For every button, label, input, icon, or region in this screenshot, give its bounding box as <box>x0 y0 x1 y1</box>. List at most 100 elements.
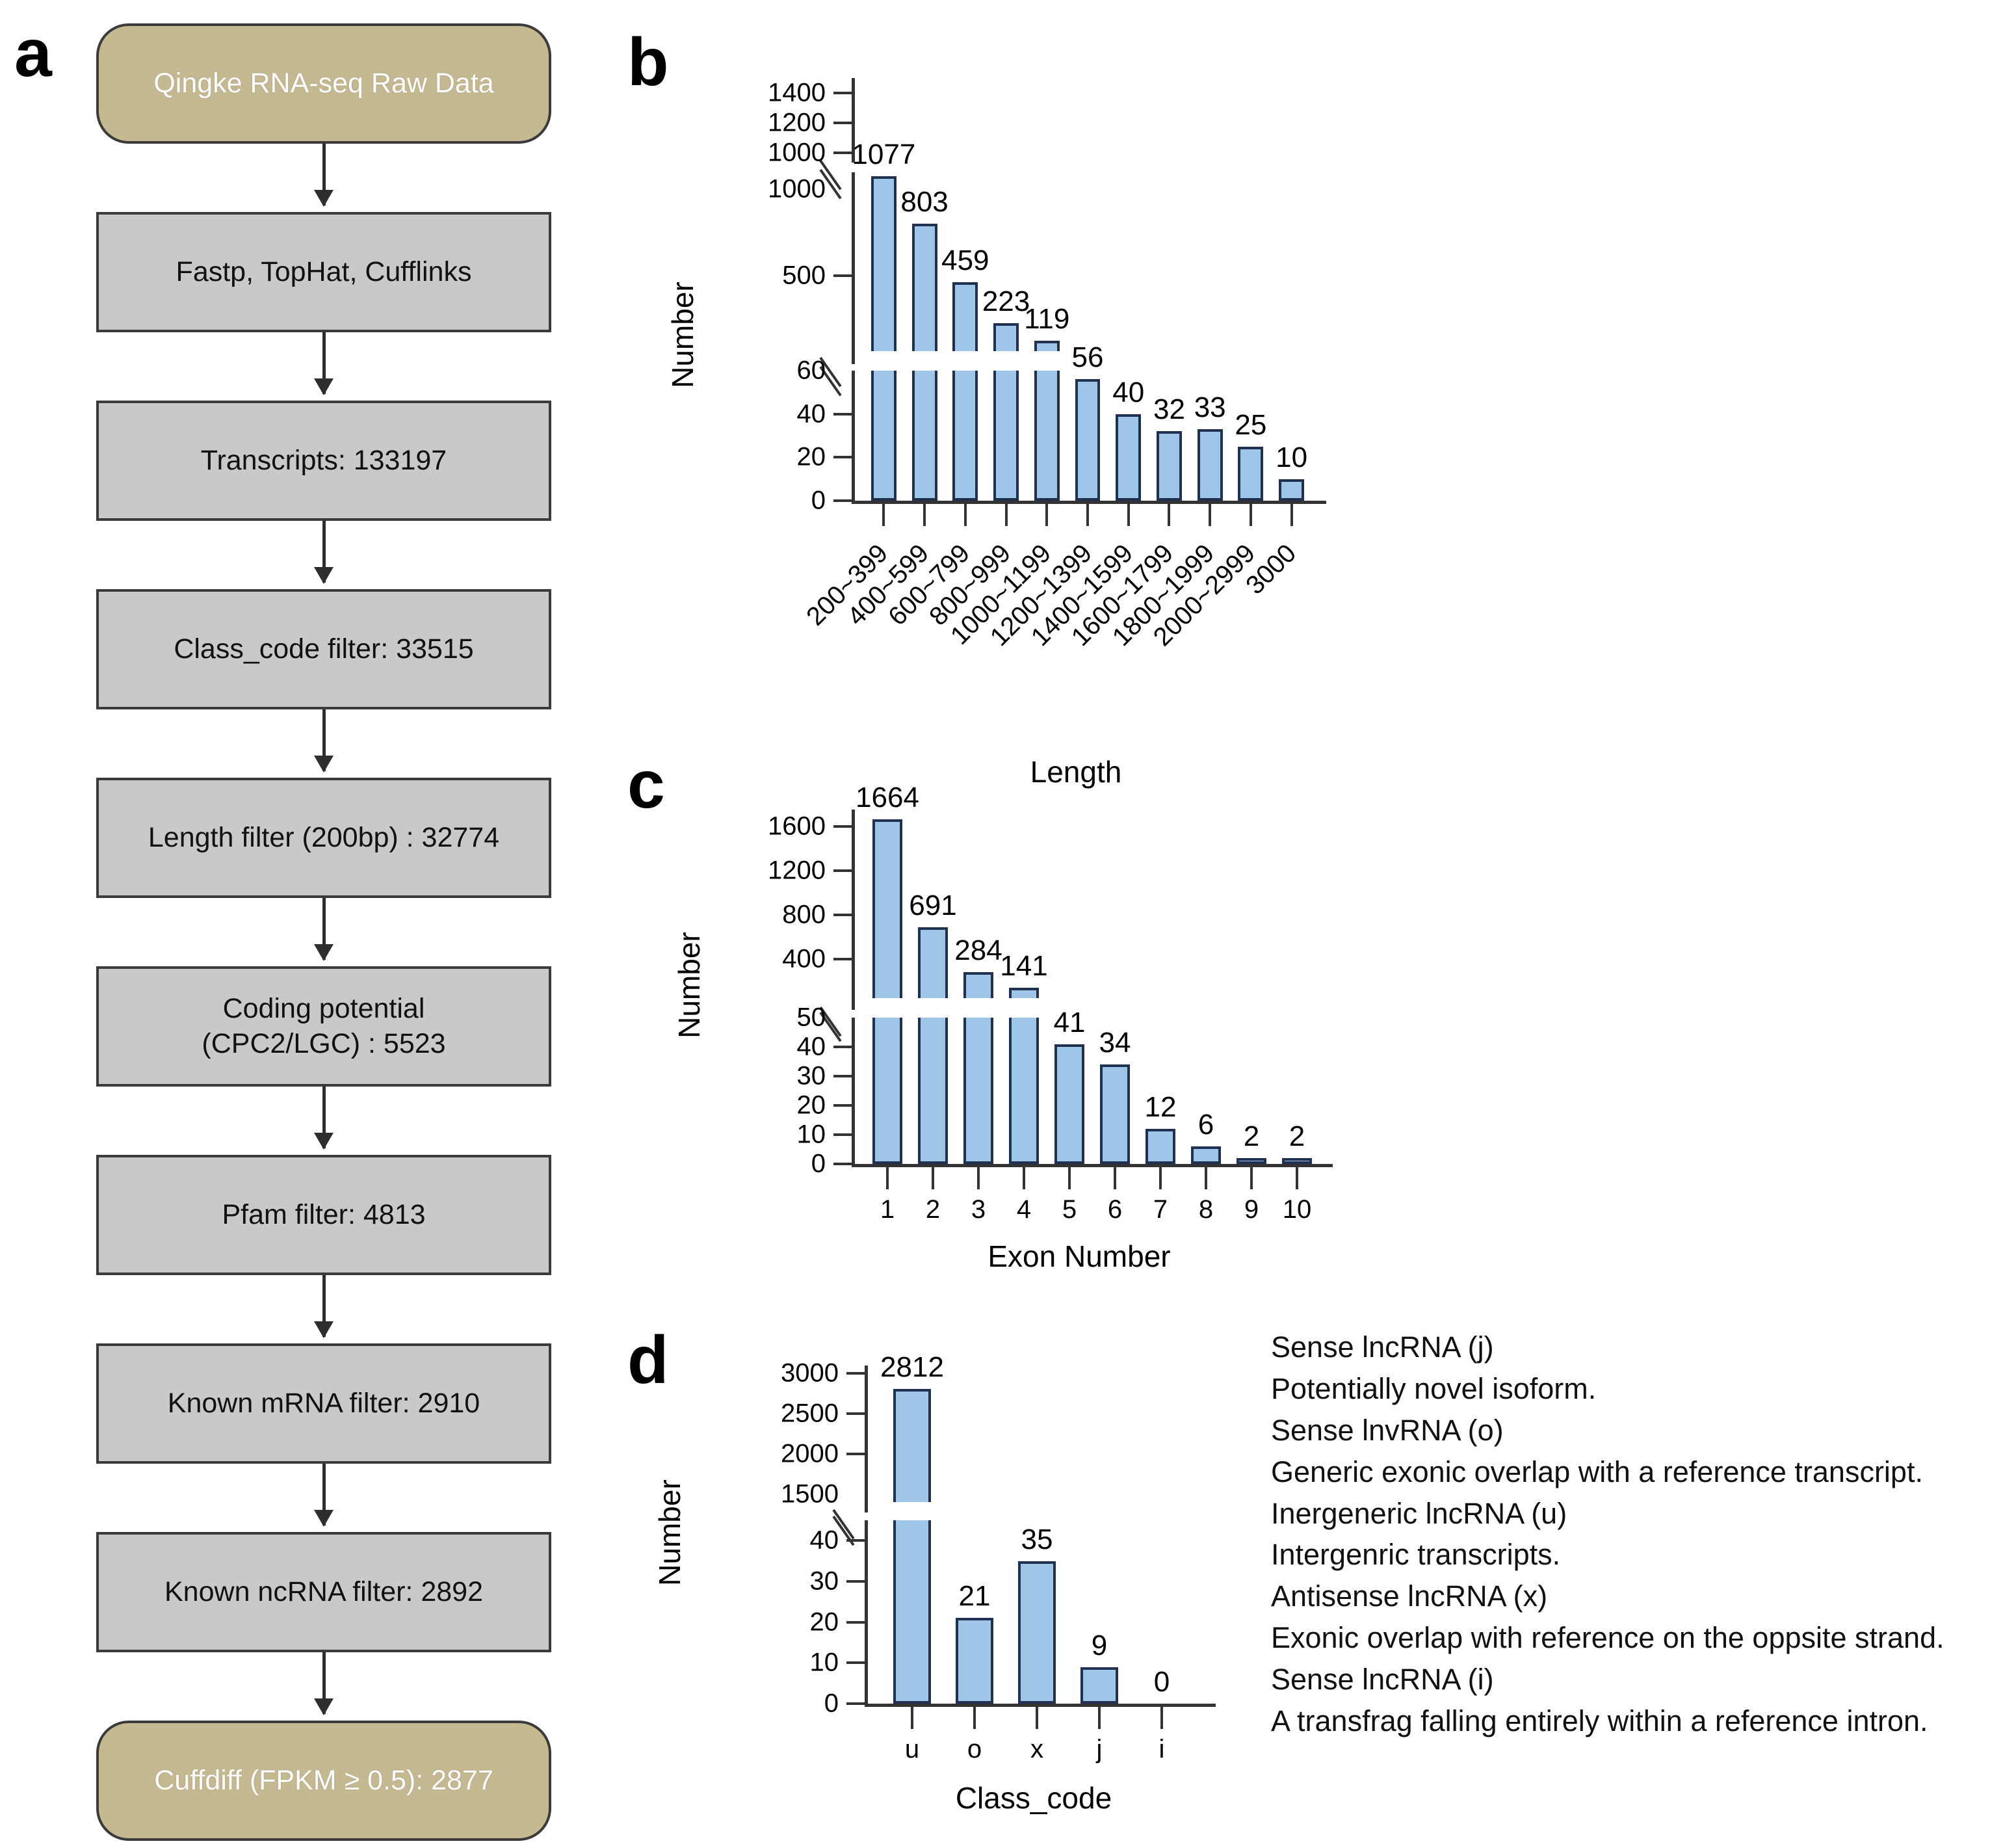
chart-b-ytick-label: 0 <box>811 486 826 515</box>
chart-d-ytick-label: 1500 <box>781 1479 839 1509</box>
chart-c-yaxis-top <box>852 810 855 1010</box>
chart-b-xtick <box>1290 504 1293 526</box>
chart-c-bar-bottom <box>963 1018 994 1164</box>
chart-b-value-label: 1077 <box>852 139 916 171</box>
chart-b-bar-bottom <box>993 371 1019 501</box>
flow-node-tools: Fastp, TopHat, Cufflinks <box>96 212 551 332</box>
chart-c-bar-bottom <box>872 1018 903 1164</box>
chart-b-ytick-label: 1000 <box>768 138 826 167</box>
chart-c-ytick <box>833 1104 852 1107</box>
chart-b-xtick <box>963 504 967 526</box>
chart-b-ytick <box>833 274 852 277</box>
chart-d-xtick <box>1160 1707 1163 1729</box>
chart-d-value-label: 35 <box>1021 1523 1053 1555</box>
chart-b-bar-bottom <box>871 371 897 501</box>
chart-c-bar-bottom <box>1054 1044 1085 1164</box>
chart-d-value-label: 9 <box>1091 1629 1108 1661</box>
chart-d-xtick-label: o <box>967 1735 982 1763</box>
chart-c-value-label: 6 <box>1198 1109 1214 1141</box>
chart-b-ytick <box>833 499 852 502</box>
chart-d-bar-top <box>893 1388 931 1502</box>
chart-d-xtick <box>973 1707 976 1729</box>
chart-c-value-label: 141 <box>1000 950 1048 983</box>
chart-c-xtick <box>1296 1167 1298 1189</box>
chart-d-ytick <box>846 1452 865 1455</box>
chart-b-ytick-label: 40 <box>796 399 826 429</box>
chart-c-xtick-label: 9 <box>1244 1195 1259 1224</box>
legend-line-8: Sense lncRNA (i) <box>1271 1663 1494 1696</box>
chart-c-xtick-label: 10 <box>1282 1195 1312 1224</box>
chart-c-bar-bottom <box>1099 1064 1131 1164</box>
chart-c-ytick <box>833 1133 852 1136</box>
chart-b-bar-bottom <box>1157 431 1182 501</box>
chart-c-xtick-label: 6 <box>1107 1195 1123 1224</box>
chart-d-ytick <box>846 1702 865 1705</box>
chart-b-bar-bottom <box>1279 479 1305 501</box>
chart-c-ytick-label: 50 <box>796 1003 826 1032</box>
chart-d-xtick-label: j <box>1096 1735 1103 1763</box>
chart-c-bar-bottom <box>1008 1018 1040 1164</box>
chart-c-bar-bottom <box>1145 1129 1176 1164</box>
chart-c-xtick <box>1250 1167 1253 1189</box>
chart-b-ytick-label: 20 <box>796 442 826 471</box>
chart-c-bar-top <box>872 819 903 998</box>
chart-b-xtick <box>882 504 885 526</box>
legend-line-3: Generic exonic overlap with a reference … <box>1271 1455 1923 1488</box>
chart-d-ytick-label: 10 <box>809 1648 839 1677</box>
flow-arrow-3 <box>314 521 334 584</box>
chart-b-bar-mid <box>1034 341 1060 351</box>
chart-b-value-label: 459 <box>941 244 989 277</box>
chart-b-x-title: Length <box>1030 755 1122 789</box>
chart-c-xtick-label: 1 <box>880 1195 895 1224</box>
chart-d-xtick <box>911 1707 913 1729</box>
chart-c-value-label: 691 <box>909 889 957 921</box>
chart-b-yaxis-bottom <box>852 371 855 501</box>
chart-d-x-title: Class_code <box>955 1781 1112 1815</box>
chart-c-xtick <box>1068 1167 1071 1189</box>
chart-c-xtick <box>1114 1167 1116 1189</box>
chart-d-ytick-label: 0 <box>824 1689 839 1718</box>
chart-b-value-label: 56 <box>1071 341 1104 374</box>
chart-b-ytick <box>833 456 852 459</box>
chart-c-ytick-label: 400 <box>782 944 826 973</box>
chart-b-ytick <box>833 412 852 416</box>
chart-d-bar-bottom <box>1080 1667 1118 1704</box>
chart-d-xtick <box>1036 1707 1038 1729</box>
chart-b-ytick-label: 60 <box>796 356 826 385</box>
chart-d-ytick-label: 3000 <box>781 1358 839 1388</box>
chart-c-xtick-label: 3 <box>971 1195 986 1224</box>
chart-d-ytick-label: 40 <box>809 1525 839 1555</box>
chart-c-bar-bottom <box>1236 1158 1267 1164</box>
chart-c-ytick-label: 30 <box>796 1061 826 1090</box>
chart-c-xtick-label: 4 <box>1016 1195 1032 1224</box>
chart-c-xaxis <box>852 1164 1333 1167</box>
chart-b-bar-bottom <box>1238 446 1264 501</box>
chart-c-ytick-label: 1200 <box>768 856 826 885</box>
chart-b-xaxis <box>852 501 1326 504</box>
legend-line-5: Intergenric transcripts. <box>1271 1538 1561 1572</box>
chart-b-value-label: 25 <box>1235 408 1267 441</box>
panel-letter-a: a <box>14 16 52 91</box>
chart-b-bar-bottom <box>952 371 978 501</box>
chart-d-bar-bottom <box>1018 1561 1056 1704</box>
chart-d-ytick <box>846 1539 865 1542</box>
chart-c-ytick <box>833 914 852 917</box>
flow-node-pfam-filter: Pfam filter: 4813 <box>96 1155 551 1275</box>
classcode-legend: Sense lncRNA (j)Potentially novel isofor… <box>1271 1327 2012 1742</box>
chart-d-ytick-label: 30 <box>809 1566 839 1596</box>
chart-b-xtick <box>1086 504 1089 526</box>
chart-d-xtick <box>1098 1707 1101 1729</box>
chart-b-ytick <box>833 92 852 94</box>
flow-arrow-7 <box>314 1275 334 1338</box>
chart-c-ytick <box>833 1163 852 1165</box>
chart-b-bar-bottom <box>1197 429 1223 501</box>
chart-c-yaxis-bottom <box>852 1018 855 1164</box>
chart-d-ytick <box>846 1580 865 1583</box>
chart-c-ytick <box>833 1075 852 1077</box>
chart-c-xtick <box>932 1167 934 1189</box>
chart-b-value-label: 33 <box>1194 391 1226 423</box>
legend-line-2: Sense lnvRNA (o) <box>1271 1413 1504 1447</box>
